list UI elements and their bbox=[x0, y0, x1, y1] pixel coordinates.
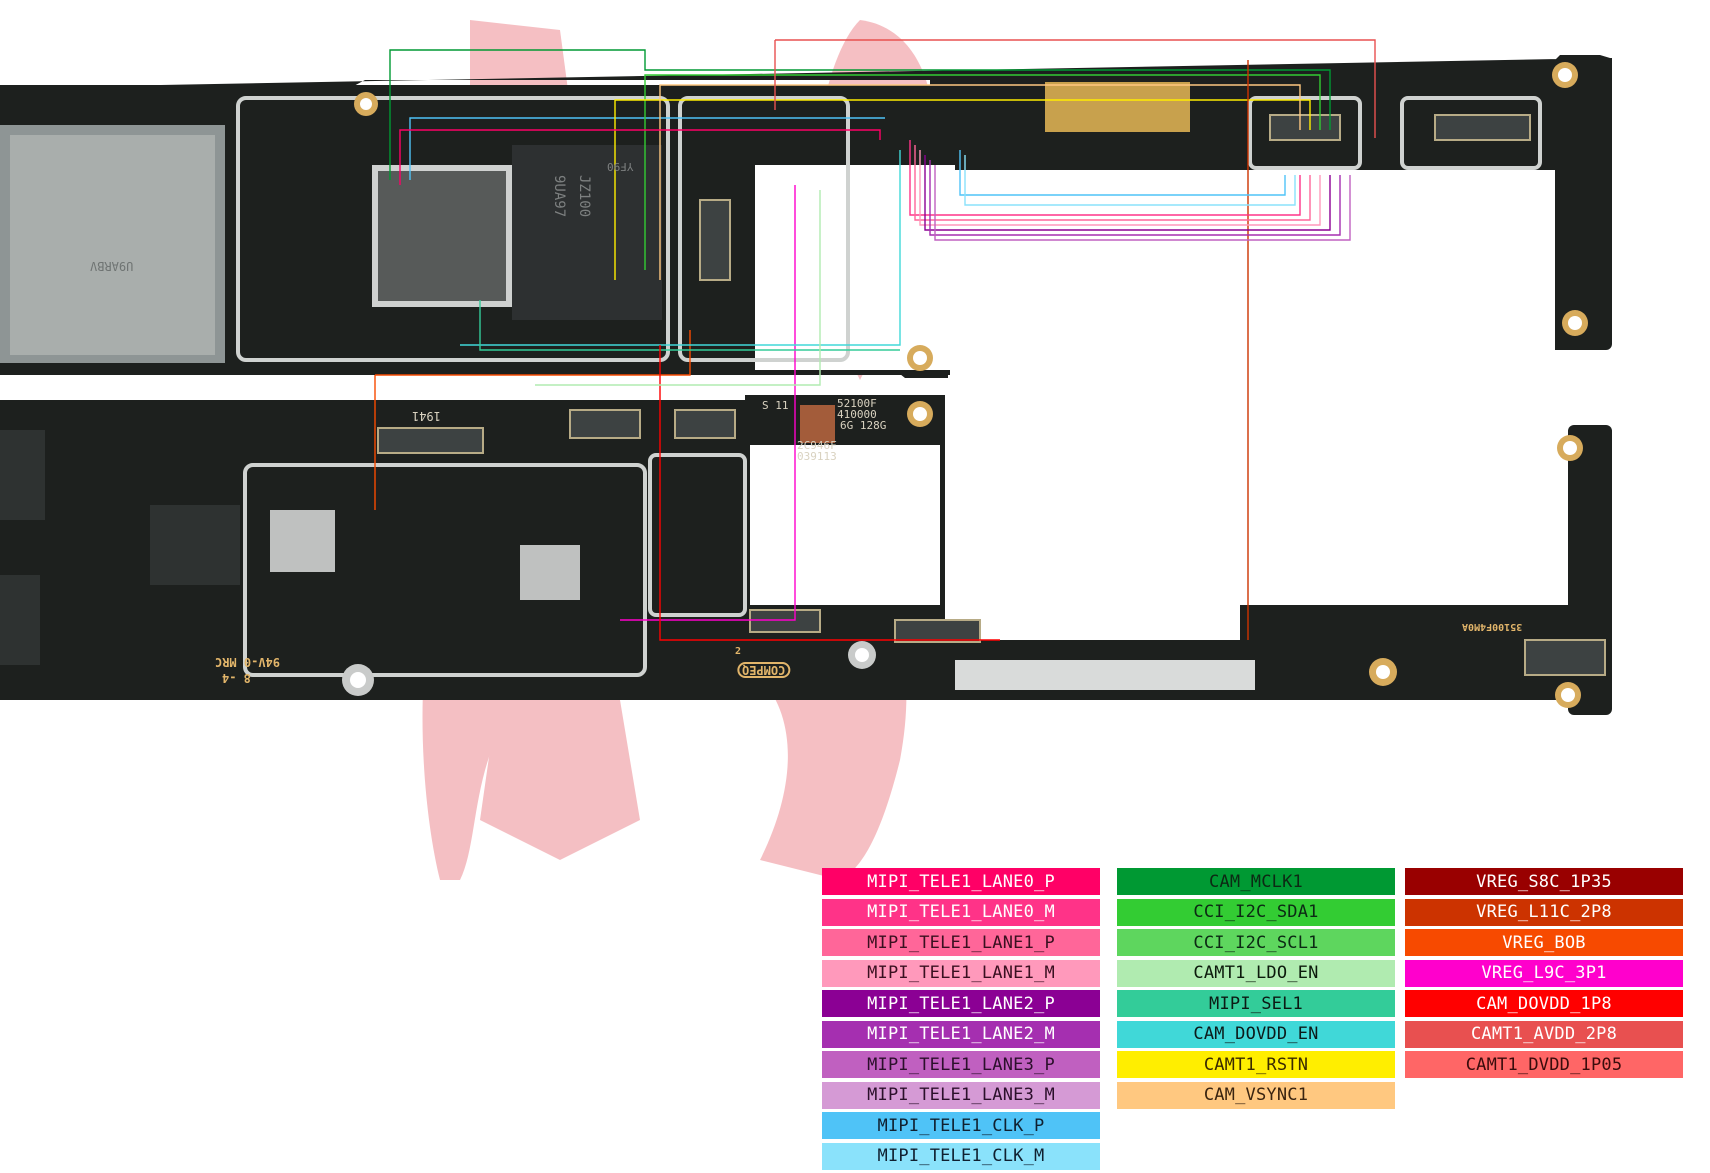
lower-board bbox=[0, 395, 1612, 715]
legend-item: VREG_BOB bbox=[1405, 929, 1683, 956]
legend-item: CAM_DOVDD_EN bbox=[1117, 1020, 1395, 1048]
trace-dovdd-en bbox=[460, 150, 901, 346]
legend-item: CAM_DOVDD_1P8 bbox=[1405, 990, 1683, 1017]
trace-clk-return bbox=[959, 150, 1286, 196]
trace-clk-p bbox=[409, 117, 885, 180]
legend-item: CAMT1_DVDD_1P05 bbox=[1405, 1051, 1683, 1078]
legend-item: MIPI_TELE1_LANE3_P bbox=[822, 1051, 1100, 1078]
chip-marking-line2: JZ100 bbox=[576, 175, 592, 218]
trace-vsync bbox=[659, 84, 1301, 280]
legend-item: MIPI_SEL1 bbox=[1117, 990, 1395, 1017]
legend-item: CCI_I2C_SCL1 bbox=[1117, 929, 1395, 956]
trace-lanes-return-5 bbox=[929, 160, 1341, 236]
upper-board bbox=[0, 55, 1612, 378]
trace-lanes-return-1 bbox=[909, 140, 1301, 216]
chip-top-marking: YF90 bbox=[607, 160, 634, 173]
sim-tray-marking: U9ARBV bbox=[90, 259, 134, 273]
legend-item: CAM_MCLK1 bbox=[1117, 868, 1395, 895]
legend-item: VREG_L9C_3P1 bbox=[1405, 959, 1683, 987]
legend-item: MIPI_TELE1_CLK_P bbox=[822, 1112, 1100, 1139]
connector-label: 1941 bbox=[412, 409, 441, 423]
trace-lanes-return-3 bbox=[919, 150, 1321, 226]
trace-i2c-sda bbox=[644, 74, 1321, 270]
trace-l9c bbox=[620, 185, 796, 621]
trace-ldo-en bbox=[535, 190, 821, 386]
chip-marking-line1: 9UA97 bbox=[551, 175, 567, 218]
trace-lane0-p bbox=[399, 129, 881, 185]
legend-item: CAMT1_LDO_EN bbox=[1117, 959, 1395, 987]
legend-item: MIPI_TELE1_LANE1_P bbox=[822, 929, 1100, 956]
trace-dovdd-1p8 bbox=[659, 345, 1000, 641]
side-small-marking: S 11 bbox=[762, 399, 789, 412]
legend-item: CAMT1_AVDD_2P8 bbox=[1405, 1020, 1683, 1048]
legend-item: MIPI_TELE1_LANE0_P bbox=[822, 868, 1100, 895]
trace-cam-mclk bbox=[389, 49, 1331, 180]
brand-mark: COMPEQ bbox=[737, 662, 791, 678]
rating-marking-line1: 94V-0 MRC bbox=[215, 655, 281, 669]
label-block-line3: 6G 128G bbox=[840, 419, 887, 432]
trace-rstn bbox=[614, 99, 1311, 280]
legend-item: VREG_L11C_2P8 bbox=[1405, 898, 1683, 926]
trace-lanes-return-6 bbox=[934, 165, 1351, 241]
trace-clk-m-return bbox=[964, 155, 1296, 206]
legend-item: CAMT1_RSTN bbox=[1117, 1051, 1395, 1078]
trace-lanes-return-2 bbox=[914, 145, 1311, 221]
legend-item: MIPI_TELE1_LANE2_M bbox=[822, 1020, 1100, 1048]
legend-item: MIPI_TELE1_LANE3_M bbox=[822, 1081, 1100, 1109]
signal-traces bbox=[374, 39, 1376, 641]
label-block-line2: 410000 bbox=[837, 408, 877, 421]
trace-lanes-return-4 bbox=[924, 155, 1331, 231]
trace-avdd bbox=[774, 39, 1376, 138]
label-block-line1: 52100F bbox=[837, 397, 877, 410]
legend-item: MIPI_TELE1_LANE0_M bbox=[822, 898, 1100, 926]
legend-column-mipi: MIPI_TELE1_LANE0_P MIPI_TELE1_LANE0_M MIPI… bbox=[822, 868, 1100, 1173]
legend-item: MIPI_TELE1_LANE1_M bbox=[822, 959, 1100, 987]
legend-item: MIPI_TELE1_LANE2_P bbox=[822, 990, 1100, 1017]
label-block2-line2: 039113 bbox=[797, 450, 837, 463]
brand-mark-sub: 2 bbox=[735, 646, 742, 657]
trace-mipi-sel bbox=[479, 300, 900, 351]
legend-item: MIPI_TELE1_CLK_M bbox=[822, 1142, 1100, 1170]
legend-item: VREG_S8C_1P35 bbox=[1405, 868, 1683, 895]
legend-item: CAM_VSYNC1 bbox=[1117, 1081, 1395, 1109]
label-block2-line1: 2C946F bbox=[797, 439, 837, 452]
part-code-marking: 35100F4M0A bbox=[1462, 621, 1523, 632]
legend-item: CCI_I2C_SDA1 bbox=[1117, 898, 1395, 926]
rating-marking-line2: 8 -4 bbox=[222, 671, 251, 685]
